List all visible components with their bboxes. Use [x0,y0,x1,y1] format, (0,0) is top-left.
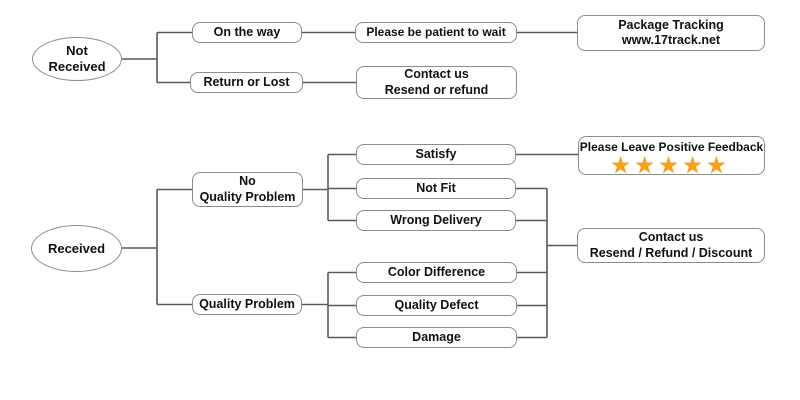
node-label: Contact us [404,67,469,81]
node-label: Package Tracking [618,17,724,32]
node-not-fit: Not Fit [356,178,516,199]
node-label: Please be patient to wait [366,24,506,39]
node-label: Not Fit [416,180,456,195]
node-contact-resend-refund: Contact us Resend or refund [356,66,517,99]
node-label: Not [66,43,88,58]
node-label: Wrong Delivery [390,212,482,227]
node-color-difference: Color Difference [356,262,517,283]
node-positive-feedback: Please Leave Positive Feedback ★★★★★ [578,136,765,177]
node-not-received: Not Received [32,37,122,81]
node-satisfy: Satisfy [356,144,516,165]
node-label: Resend / Refund / Discount [589,245,753,260]
node-no-quality-problem: No Quality Problem [192,172,303,207]
node-label: Color Difference [387,264,486,279]
node-label: Received [47,240,106,256]
node-label: Please Leave Positive Feedback [579,140,764,154]
node-label: Quality Problem [199,189,296,204]
node-label: Quality Problem [199,296,295,311]
node-on-the-way: On the way [192,22,302,43]
node-label: Damage [412,329,461,344]
node-tracking-url: www.17track.net [621,33,721,47]
node-label: Return or Lost [203,74,290,89]
node-return-or-lost: Return or Lost [190,72,303,93]
node-quality-defect: Quality Defect [356,295,517,316]
node-label: Resend or refund [384,82,489,97]
node-be-patient: Please be patient to wait [355,22,517,43]
node-contact-final: Contact us Resend / Refund / Discount [577,228,765,263]
node-label: No [239,174,256,188]
node-label: Satisfy [415,146,457,161]
node-damage: Damage [356,327,517,348]
node-label: Quality Defect [394,297,479,312]
node-label: Received [48,59,106,74]
five-star-rating-icon: ★★★★★ [611,154,732,177]
node-label: On the way [213,24,281,39]
node-wrong-delivery: Wrong Delivery [356,210,516,231]
node-label: Contact us [638,230,704,244]
node-quality-problem: Quality Problem [192,294,302,315]
node-package-tracking: Package Tracking www.17track.net [577,15,765,51]
node-received: Received [31,225,122,272]
